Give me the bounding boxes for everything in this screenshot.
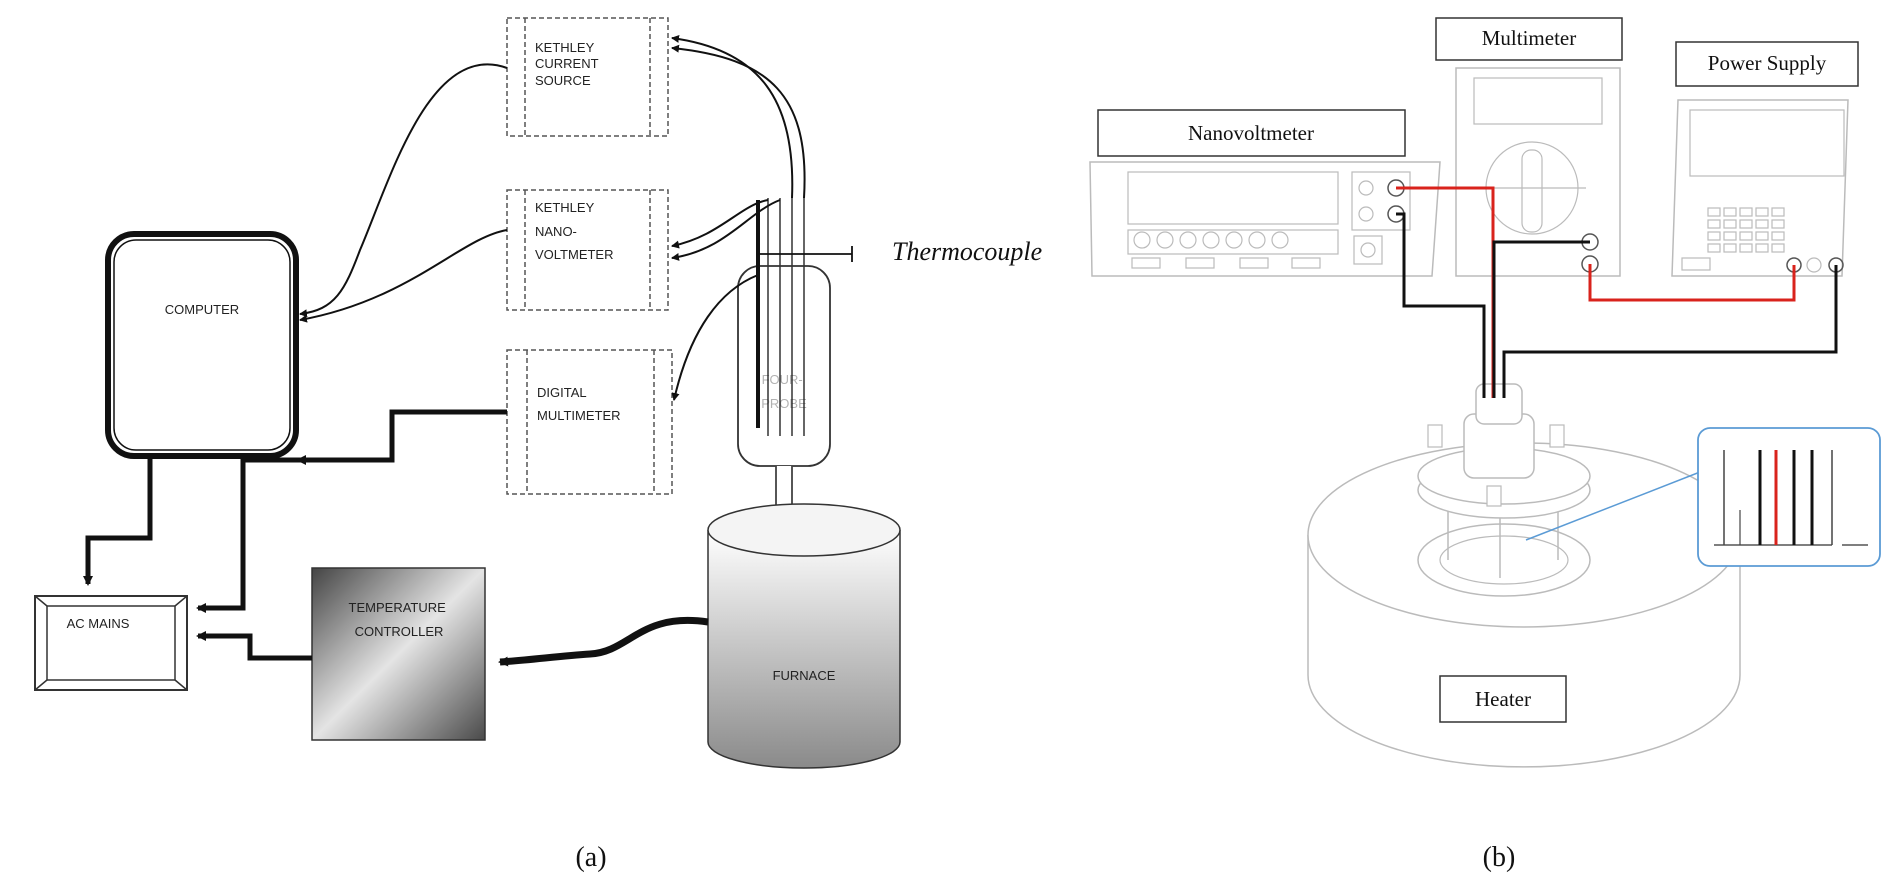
line-computer-mains [83,456,153,586]
probe-zoom-inset [1525,427,1881,567]
red-wire-multimeter-supply [1588,264,1796,302]
wire-thermo-multimeter [671,274,759,401]
temperature-controller-label: TEMPERATURE CONTROLLER [349,600,450,639]
wire-probe-nanovolt-1 [671,199,769,249]
svg-text:Heater: Heater [1475,687,1531,711]
current-source-label: KETHLEY CURRENT SOURCE [535,40,602,88]
power-supply-instrument [1671,99,1849,277]
multimeter-block: DIGITAL MULTIMETER [506,349,673,495]
label-nanovoltmeter: Nanovoltmeter [1097,109,1406,157]
wire-probe-source-1 [671,34,794,199]
nanovoltmeter-block: KETHLEY NANO- VOLTMETER [506,189,669,311]
wire-probe-source-2 [671,44,806,199]
temperature-controller: TEMPERATURE CONTROLLER [311,567,486,741]
caption-b: (b) [1483,842,1516,873]
ac-mains-label: AC MAINS [67,616,130,631]
caption-a: (a) [575,842,606,873]
wire-nanovolt-computer [299,229,508,323]
label-multimeter: Multimeter [1435,17,1623,61]
wire-source-computer [299,63,508,318]
furnace: FURNACE [707,503,901,769]
black-wire-supply [1502,265,1838,398]
thermocouple-label: Thermocouple [892,237,1042,266]
computer-block: COMPUTER [105,231,299,459]
furnace-label: FURNACE [773,668,836,683]
svg-text:Power Supply: Power Supply [1708,51,1827,75]
four-probe-label: FOUR- PROBE [761,372,807,411]
black-wire-multimeter [1492,240,1590,398]
black-wire-nanovolt [1396,212,1486,398]
nanovoltmeter-label: KETHLEY NANO- VOLTMETER [535,200,614,262]
svg-text:Nanovoltmeter: Nanovoltmeter [1188,121,1314,145]
svg-text:Multimeter: Multimeter [1482,26,1576,50]
current-source-block: KETHLEY CURRENT SOURCE [506,17,669,137]
line-multimeter-mains [196,409,507,613]
multimeter-label: DIGITAL MULTIMETER [537,385,621,423]
label-power-supply: Power Supply [1675,41,1859,87]
thermocouple: Thermocouple [758,237,1042,266]
four-probe: FOUR- PROBE [737,198,831,550]
heater: Heater [1307,383,1741,768]
label-heater: Heater [1439,675,1567,723]
ac-mains: AC MAINS [34,595,188,691]
multimeter-instrument [1455,67,1621,277]
wire-probe-nanovolt-2 [671,199,781,261]
nanovoltmeter-instrument [1089,161,1441,277]
line-controller-mains [196,631,312,661]
computer-label: COMPUTER [165,302,239,317]
line-furnace-controller [498,617,709,667]
panel-a: COMPUTER KETHLEY CURRENT SOURCE KETHLEY … [34,17,1042,873]
panel-b: Nanovoltmeter Multimeter Power Supply [1089,17,1881,873]
